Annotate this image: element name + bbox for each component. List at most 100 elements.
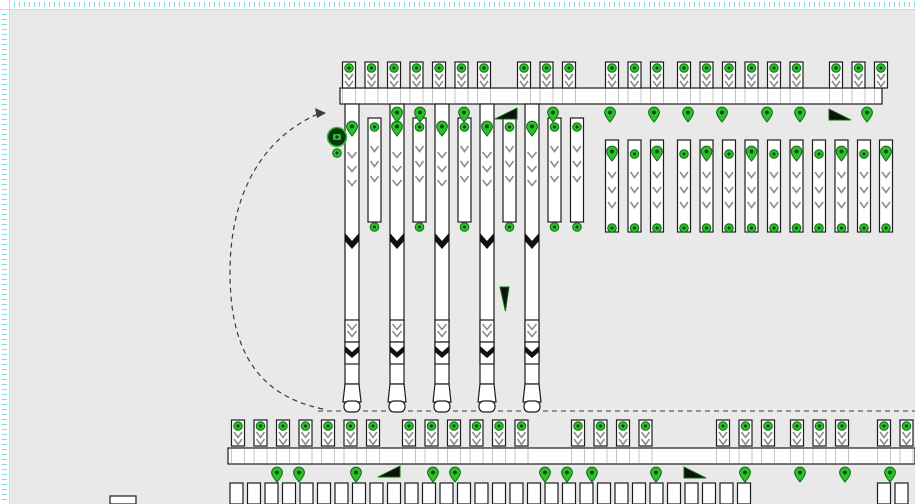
discharge-nozzle[interactable] <box>477 383 497 403</box>
conveyor-stub[interactable] <box>491 482 507 504</box>
conveyor-section[interactable] <box>389 319 405 343</box>
position-pin-marker[interactable] <box>350 466 362 483</box>
conveyor-strip[interactable] <box>412 117 427 223</box>
conveyor-stub[interactable] <box>474 482 489 504</box>
position-pin-marker[interactable] <box>604 106 616 123</box>
discharge-nozzle[interactable] <box>387 383 407 403</box>
position-pin-marker[interactable] <box>271 466 283 483</box>
position-pin-marker[interactable] <box>651 145 663 162</box>
position-pin-marker[interactable] <box>481 120 493 137</box>
conveyor-stub[interactable] <box>736 482 752 504</box>
pusher-flag[interactable] <box>494 107 518 120</box>
conveyor-stub[interactable] <box>649 482 664 504</box>
conveyor-stub[interactable] <box>561 482 577 504</box>
conveyor-stub[interactable] <box>509 482 524 504</box>
pin-hole-icon <box>395 110 399 115</box>
conveyor-stub[interactable] <box>596 482 612 504</box>
position-pin-marker[interactable] <box>346 120 358 137</box>
conveyor-section[interactable] <box>434 319 450 343</box>
conveyor-stub[interactable] <box>316 482 332 504</box>
conveyor-strip[interactable] <box>367 117 382 223</box>
position-pin-marker[interactable] <box>700 145 713 162</box>
position-pin-marker[interactable] <box>458 106 470 123</box>
position-pin-marker[interactable] <box>427 466 439 483</box>
conveyor-stub[interactable] <box>719 482 734 504</box>
pusher-flag[interactable] <box>683 466 707 479</box>
position-pin-marker[interactable] <box>293 466 305 483</box>
conveyor-stub[interactable] <box>369 482 384 504</box>
position-pin-marker[interactable] <box>391 106 403 123</box>
conveyor-stub[interactable] <box>421 482 437 504</box>
discharge-cap[interactable] <box>478 400 496 413</box>
conveyor-strip[interactable] <box>502 117 517 223</box>
chevron-icon <box>701 186 712 194</box>
pusher-flag[interactable] <box>377 465 401 478</box>
position-pin-marker[interactable] <box>606 145 618 162</box>
conveyor-stub[interactable] <box>526 482 542 504</box>
position-pin-marker[interactable] <box>526 120 538 137</box>
pin-hole-icon <box>654 470 658 475</box>
discharge-nozzle[interactable] <box>432 383 452 403</box>
pusher-flag[interactable] <box>828 108 852 121</box>
conveyor-section[interactable] <box>479 319 495 343</box>
conveyor-stub[interactable] <box>404 482 419 504</box>
conveyor-stub[interactable] <box>579 482 594 504</box>
position-pin-marker[interactable] <box>790 145 803 162</box>
position-pin-marker[interactable] <box>449 466 461 483</box>
position-pin-marker[interactable] <box>861 106 873 123</box>
position-pin-marker[interactable] <box>539 466 551 483</box>
position-pin-marker[interactable] <box>436 120 448 137</box>
conveyor-stub[interactable] <box>456 482 472 504</box>
conveyor-strip[interactable] <box>569 117 585 223</box>
pusher-flag[interactable] <box>499 286 510 312</box>
position-pin-marker[interactable] <box>794 466 806 483</box>
conveyor-stub[interactable] <box>264 482 279 504</box>
position-pin-marker[interactable] <box>835 145 848 162</box>
position-pin-marker[interactable] <box>739 466 751 483</box>
conveyor-stub[interactable] <box>544 482 559 504</box>
conveyor-stub[interactable] <box>299 482 314 504</box>
position-pin-marker[interactable] <box>650 466 662 483</box>
conveyor-strip[interactable] <box>547 117 562 223</box>
position-pin-marker[interactable] <box>561 466 573 483</box>
conveyor-stub[interactable] <box>351 482 367 504</box>
position-pin-marker[interactable] <box>839 466 851 483</box>
conveyor-strip[interactable] <box>457 117 472 223</box>
discharge-cap[interactable] <box>433 400 451 413</box>
position-pin-marker[interactable] <box>745 145 758 162</box>
conveyor-stub[interactable] <box>386 482 402 504</box>
discharge-cap[interactable] <box>343 400 361 413</box>
conveyor-stub[interactable] <box>246 482 262 504</box>
main-conveyor-band-top[interactable] <box>339 87 883 105</box>
conveyor-section[interactable] <box>524 319 540 343</box>
position-pin-marker[interactable] <box>884 466 896 483</box>
partial-shape[interactable] <box>109 495 137 504</box>
position-pin-marker[interactable] <box>648 106 660 123</box>
conveyor-stub[interactable] <box>701 482 717 504</box>
conveyor-stub[interactable] <box>684 482 699 504</box>
position-pin-marker[interactable] <box>794 106 806 123</box>
conveyor-stub[interactable] <box>631 482 647 504</box>
conveyor-stub[interactable] <box>439 482 454 504</box>
position-pin-marker[interactable] <box>716 106 728 123</box>
conveyor-stub[interactable] <box>614 482 629 504</box>
conveyor-stub[interactable] <box>229 482 244 504</box>
conveyor-section[interactable] <box>344 319 360 343</box>
conveyor-stub[interactable] <box>334 482 349 504</box>
discharge-cap[interactable] <box>388 400 406 413</box>
conveyor-stub[interactable] <box>666 482 682 504</box>
chevron-icon <box>564 80 574 88</box>
position-pin-marker[interactable] <box>414 106 426 123</box>
position-pin-marker[interactable] <box>880 145 892 162</box>
position-pin-marker[interactable] <box>682 106 694 123</box>
discharge-cap[interactable] <box>523 400 541 413</box>
conveyor-stub[interactable] <box>894 482 909 504</box>
conveyor-stub[interactable] <box>876 482 892 504</box>
position-pin-marker[interactable] <box>586 466 598 483</box>
discharge-nozzle[interactable] <box>522 383 542 403</box>
position-pin-marker[interactable] <box>547 106 559 123</box>
conveyor-stub[interactable] <box>281 482 297 504</box>
discharge-nozzle[interactable] <box>342 383 362 403</box>
position-pin-marker[interactable] <box>761 106 773 123</box>
